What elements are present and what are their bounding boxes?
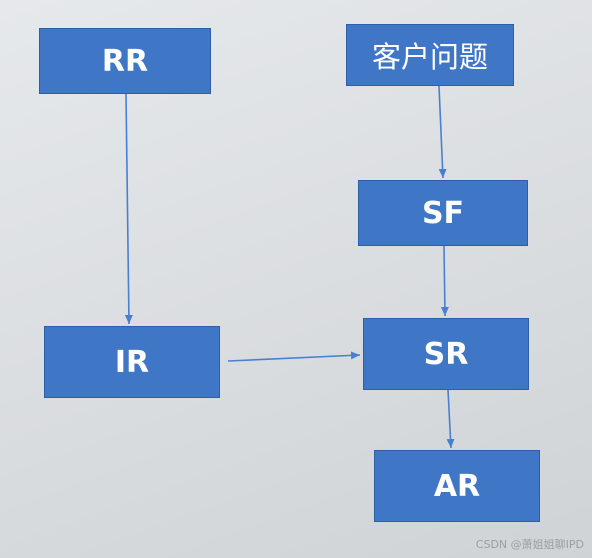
watermark: CSDN @萧姐姐聊IPD — [475, 538, 584, 551]
node-sf: SF — [358, 180, 528, 246]
node-sr-label: SR — [423, 336, 469, 372]
arrow-kh-to-sf — [438, 85, 447, 179]
node-rr: RR — [39, 28, 211, 94]
node-customer-issue: 客户问题 — [346, 24, 514, 86]
node-ir-label: IR — [114, 344, 150, 380]
arrow-ir-to-sr — [227, 351, 361, 362]
arrow-rr-to-ir — [124, 93, 133, 325]
node-ar-label: AR — [433, 468, 481, 504]
node-sr: SR — [363, 318, 529, 390]
node-ir: IR — [44, 326, 220, 398]
arrow-sr-to-ar — [446, 389, 455, 449]
node-ar: AR — [374, 450, 540, 522]
node-customer-issue-label: 客户问题 — [371, 40, 488, 74]
node-rr-label: RR — [101, 43, 149, 79]
node-sf-label: SF — [421, 195, 465, 231]
arrow-sf-to-sr — [440, 245, 449, 317]
